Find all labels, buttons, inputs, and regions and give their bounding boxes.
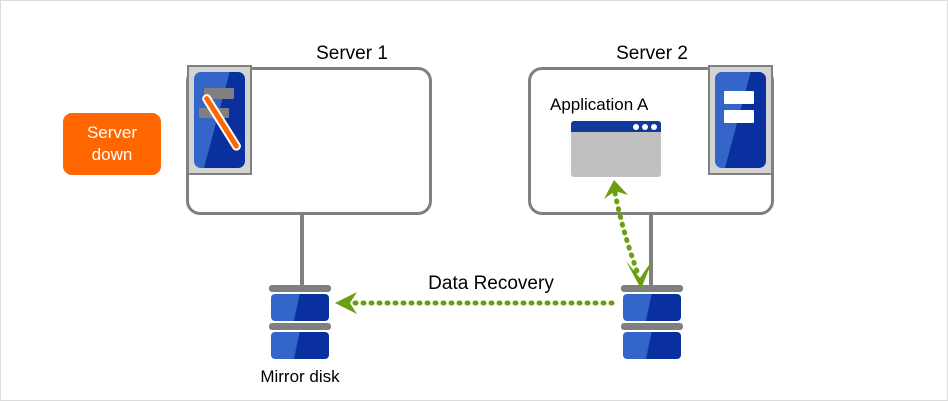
disk-bar-top	[621, 285, 683, 292]
application-window-icon	[571, 121, 661, 177]
server-machine-offline-icon	[187, 65, 252, 175]
app-window-dot-3	[651, 123, 657, 130]
data-recovery-label: Data Recovery	[428, 273, 554, 294]
app-disk-arrow-path	[612, 190, 642, 280]
machine-slot-top	[723, 91, 755, 104]
disk-platter-top	[271, 294, 329, 321]
data-recovery-arrowhead	[335, 292, 357, 314]
app-disk-arrowhead-up	[604, 180, 628, 199]
disk-bar-top	[269, 285, 331, 292]
app-disk-arrowhead-down	[626, 259, 653, 289]
status-badge-line-1: Server	[86, 123, 138, 142]
disk-platter-bottom	[271, 332, 329, 359]
data-recovery-arrow	[335, 292, 622, 314]
status-badge-line-2: down	[91, 145, 133, 164]
app-window-dot-1	[633, 123, 639, 130]
server-2-disk-connector	[649, 215, 653, 291]
mirror-disk-right-icon	[621, 285, 683, 361]
machine-body	[194, 72, 245, 168]
app-disk-access-arrow	[604, 180, 653, 289]
offline-slash-icon	[200, 92, 243, 153]
server-1-disk-connector	[300, 215, 304, 291]
app-window-dot-2	[642, 123, 648, 130]
disk-bar-middle	[621, 323, 683, 330]
disk-platter-bottom	[623, 332, 681, 359]
server-down-badge: Server down	[63, 113, 161, 175]
server-1-title: Server 1	[316, 43, 388, 64]
app-window-titlebar	[571, 121, 661, 132]
machine-slot-bottom	[723, 110, 755, 123]
mirror-disk-label: Mirror disk	[260, 367, 340, 386]
server-machine-icon	[708, 65, 773, 175]
server-2-title: Server 2	[616, 43, 688, 64]
mirror-disk-left-icon	[269, 285, 331, 361]
disk-bar-middle	[269, 323, 331, 330]
machine-slot-top	[204, 88, 234, 99]
machine-body	[715, 72, 766, 168]
disk-platter-top	[623, 294, 681, 321]
application-a-label: Application A	[550, 95, 649, 114]
